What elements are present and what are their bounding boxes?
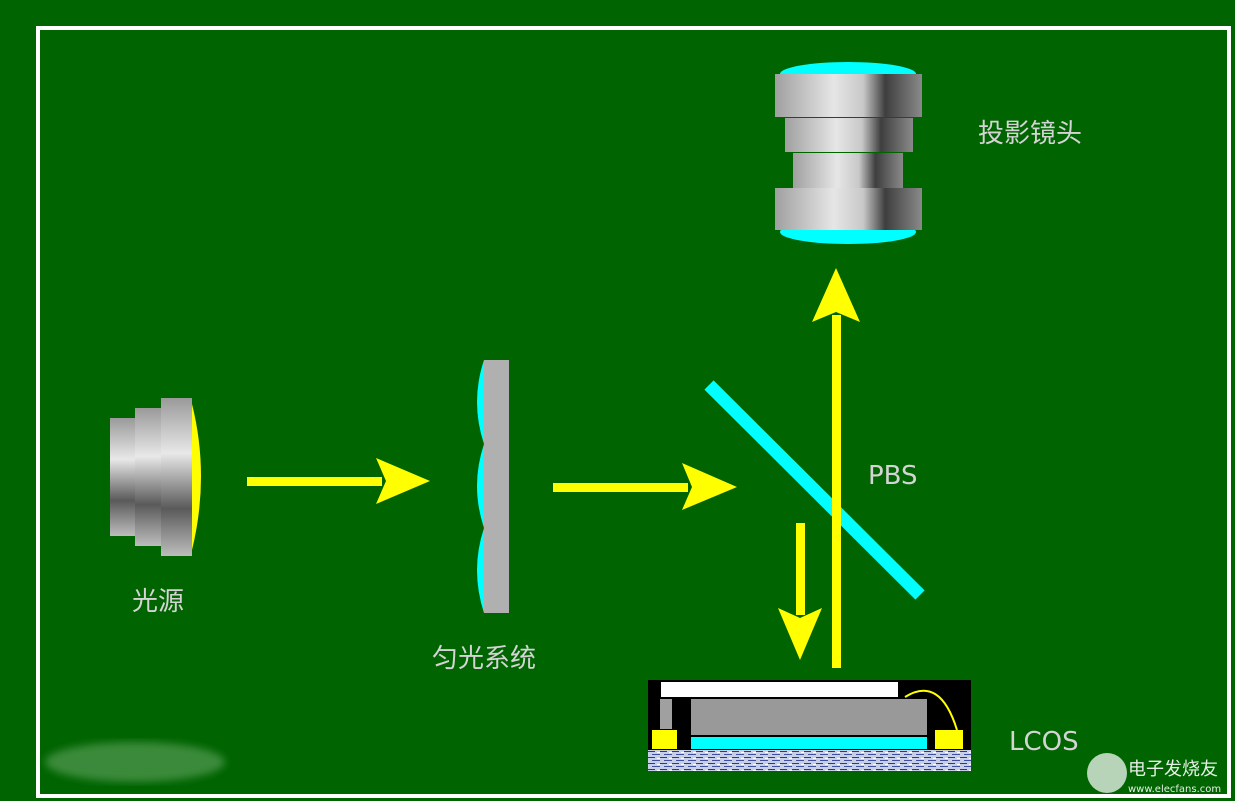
watermark-logo-icon [1087,753,1127,793]
beam-arrow-down [778,523,822,660]
projection-lens [775,62,922,244]
beam-arrow-up [812,268,860,668]
light-source [110,398,201,556]
lcos-panel [648,680,971,771]
label-pbs: PBS [868,461,918,491]
label-homogenizer: 匀光系统 [432,644,536,674]
label-projection-lens: 投影镜头 [978,119,1082,149]
label-lcos: LCOS [1009,727,1079,757]
blurred-mark [45,742,225,782]
beam-arrow-1 [247,458,430,504]
watermark: 电子发烧友 www.elecfans.com [1087,753,1221,795]
frame-border [36,26,1231,798]
homogenizer [477,360,509,613]
watermark-url: www.elecfans.com [1128,784,1221,795]
pbs-splitter [704,380,925,600]
label-light-source: 光源 [132,587,184,617]
watermark-brand: 电子发烧友 [1128,759,1218,780]
beam-arrow-2 [553,463,737,510]
